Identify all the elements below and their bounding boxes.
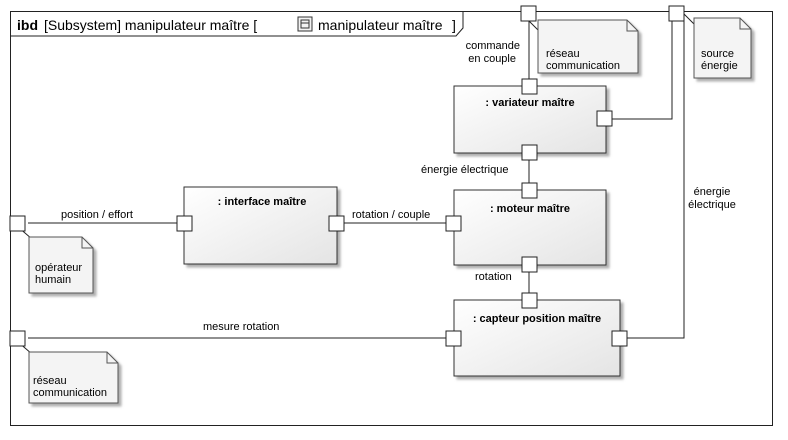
block-variateur-label: : variateur maître — [485, 97, 574, 109]
note-source-energie: source énergie — [693, 17, 752, 79]
block-interface-label: : interface maître — [218, 196, 307, 208]
port-moteur-energie[interactable] — [521, 182, 538, 199]
label-rotation-couple: rotation / couple — [352, 209, 430, 221]
block-icon — [297, 16, 313, 32]
block-variateur[interactable]: : variateur maître — [453, 85, 607, 154]
port-moteur-rotation[interactable] — [521, 256, 538, 273]
label-mesure-rotation: mesure rotation — [203, 321, 279, 333]
note-reseau-top: réseau communication — [537, 19, 639, 74]
block-capteur-label: : capteur position maître — [473, 313, 601, 325]
port-frame-operateur[interactable] — [9, 215, 26, 232]
block-interface[interactable]: : interface maître — [183, 186, 338, 265]
connector-energie-capteur[interactable] — [627, 13, 685, 339]
diagram-kind: ibd — [17, 17, 38, 33]
port-capteur-mesure[interactable] — [445, 330, 462, 347]
label-commande-line2: en couple — [468, 53, 516, 65]
block-moteur-label: : moteur maître — [490, 203, 570, 215]
port-variateur-energie[interactable] — [596, 110, 613, 127]
svg-text:réseau: réseau — [546, 48, 580, 60]
diagram-title-end: ] — [452, 17, 456, 33]
svg-text:source: source — [701, 48, 734, 60]
svg-text:énergie: énergie — [701, 60, 738, 72]
port-capteur-rotation[interactable] — [521, 292, 538, 309]
connector-source-energie[interactable] — [612, 13, 673, 120]
diagram-context: [Subsystem] manipulateur maître [ — [44, 17, 257, 33]
port-frame-source[interactable] — [668, 5, 685, 22]
port-frame-reseau-bottom[interactable] — [9, 330, 26, 347]
block-capteur[interactable]: : capteur position maître — [453, 299, 621, 377]
svg-text:communication: communication — [546, 60, 620, 72]
label-energie-line2: électrique — [688, 199, 736, 211]
port-variateur-sortie[interactable] — [521, 144, 538, 161]
diagram-name: manipulateur maître — [318, 17, 443, 33]
svg-text:réseau: réseau — [33, 375, 67, 387]
svg-text:communication: communication — [33, 387, 107, 399]
label-energie-electrique-inner: énergie électrique — [421, 164, 508, 176]
svg-text:humain: humain — [35, 274, 71, 286]
label-position-effort: position / effort — [61, 209, 133, 221]
block-moteur[interactable]: : moteur maître — [453, 189, 607, 266]
port-moteur-couple[interactable] — [445, 215, 462, 232]
label-rotation: rotation — [475, 271, 512, 283]
diagram-frame — [10, 11, 773, 426]
note-reseau-bottom: réseau communication — [28, 351, 119, 404]
port-interface-position[interactable] — [176, 215, 193, 232]
label-commande-line1: commande — [466, 40, 520, 52]
svg-text:opérateur: opérateur — [35, 262, 82, 274]
port-capteur-energie[interactable] — [611, 330, 628, 347]
port-variateur-commande[interactable] — [521, 78, 538, 95]
diagram-header-tab — [10, 11, 464, 37]
port-frame-reseau-top[interactable] — [520, 5, 537, 22]
note-anchor-source — [683, 13, 695, 25]
port-interface-rotation[interactable] — [328, 215, 345, 232]
note-operateur: opérateur humain — [28, 236, 94, 294]
label-energie-line1: énergie — [694, 186, 731, 198]
